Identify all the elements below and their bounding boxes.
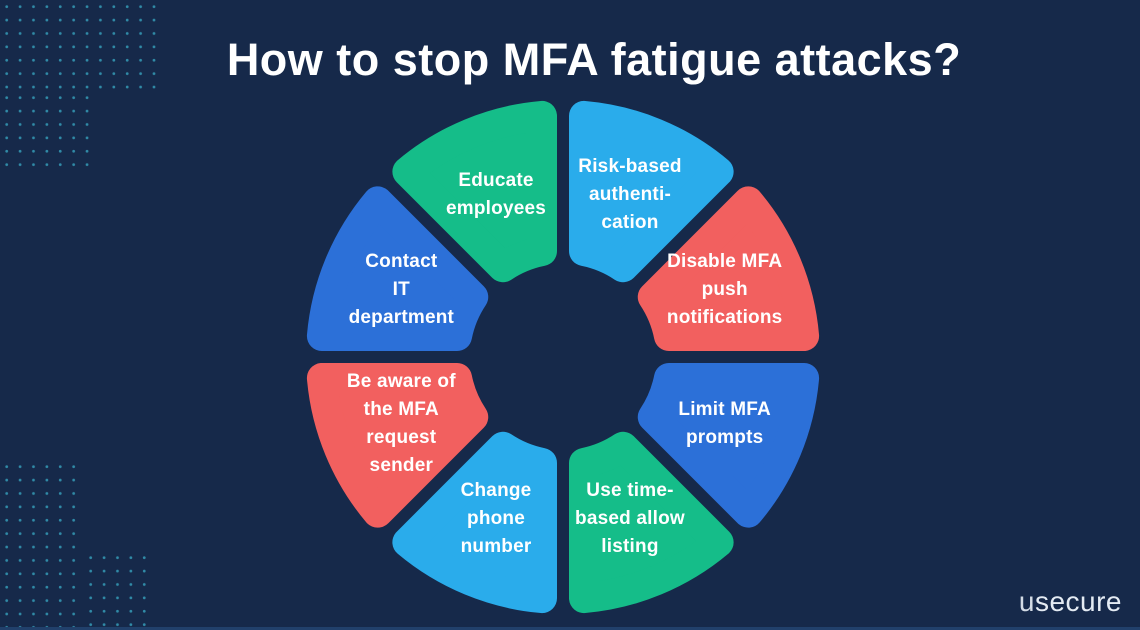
segment-risk-based-authenti-cation bbox=[569, 100, 734, 283]
dot-pattern-top-left-narrow bbox=[0, 91, 89, 170]
dot-pattern-top-left-wide bbox=[0, 0, 162, 91]
segment-contact-it-department bbox=[306, 186, 489, 351]
segment-be-aware-of-the-mfa-request-sender bbox=[306, 363, 489, 528]
usecure-logo-u: u bbox=[1018, 586, 1035, 617]
usecure-logo-secure: secure bbox=[1034, 586, 1122, 617]
segment-use-time-based-allow-listing bbox=[569, 431, 734, 614]
usecure-logo: usecure bbox=[1019, 586, 1122, 618]
segment-change-phone-number bbox=[392, 431, 557, 614]
dot-pattern-bottom-left-narrow bbox=[0, 460, 84, 630]
bottom-accent-bar bbox=[0, 627, 1140, 630]
segment-limit-mfa-prompts bbox=[637, 363, 820, 528]
dot-pattern-bottom-left-wide bbox=[84, 551, 153, 630]
segment-educate-employees bbox=[392, 100, 557, 283]
page-title: How to stop MFA fatigue attacks? bbox=[226, 34, 962, 85]
segment-disable-mfa-push-notifications bbox=[637, 186, 820, 351]
